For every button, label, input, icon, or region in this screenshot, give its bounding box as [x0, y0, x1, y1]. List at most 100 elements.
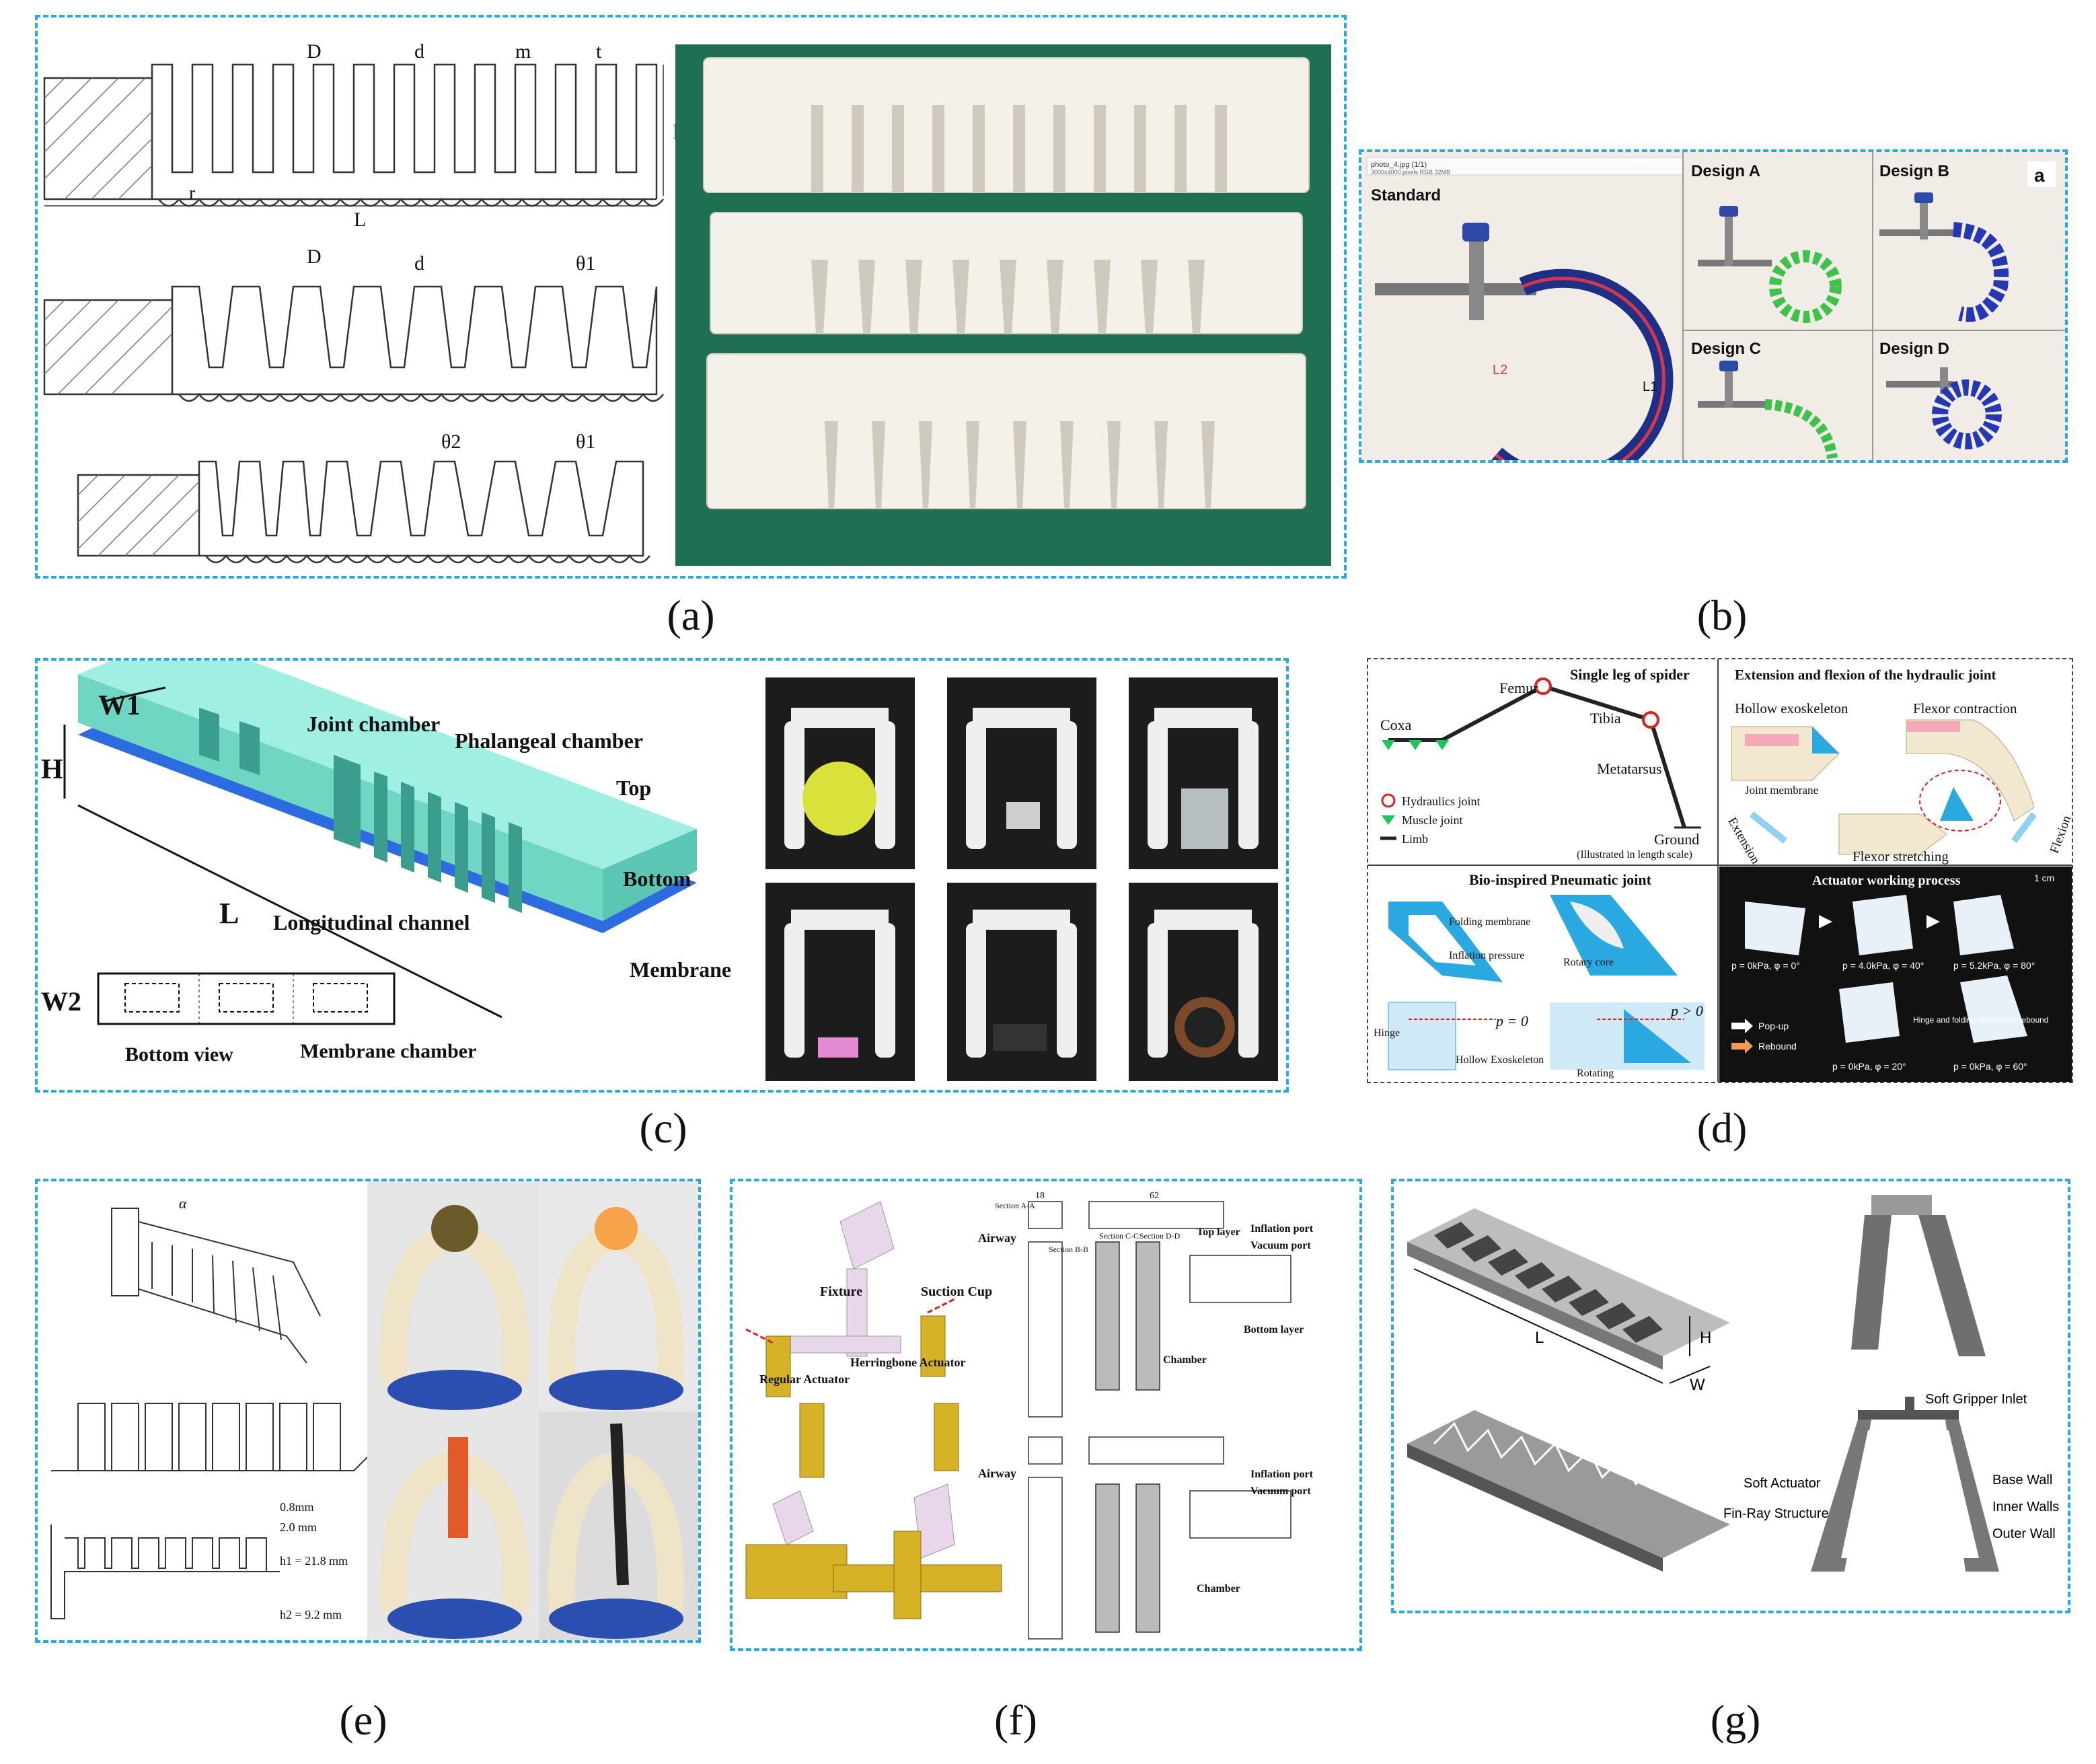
legend-limb: Limb — [1402, 832, 1428, 846]
gripper-3d-render — [1851, 1195, 1986, 1356]
label-femur: Femur — [1499, 679, 1538, 696]
dim-t-label: t — [596, 40, 602, 63]
section-drawings — [1028, 1201, 1292, 1640]
label-l2: L2 — [1493, 363, 1507, 377]
panel-d-drawing: Single leg of spider Femur Coxa Tibia Me… — [1368, 659, 2072, 1082]
caption-b: (b) — [1696, 591, 1748, 639]
label-flexor-stretching: Flexor stretching — [1852, 848, 1949, 865]
dim-m-label: m — [515, 40, 531, 63]
caption-a: (a) — [667, 591, 715, 639]
label-vacuum-port-2: Vacuum port — [1250, 1485, 1311, 1497]
pneumatic-joint-diagram — [1388, 895, 1705, 1070]
d-title1: Single leg of spider — [1570, 666, 1690, 683]
tennis-ball — [802, 762, 876, 836]
label-design-c: Design C — [1691, 340, 1761, 358]
caption-f: (f) — [994, 1696, 1037, 1744]
label-l1: L1 — [1643, 379, 1657, 394]
state2-label: p = 4.0kPa, φ = 40° — [1842, 960, 1924, 971]
legend-popup: Pop-up — [1758, 1021, 1789, 1031]
label-joint-membrane: Joint membrane — [1745, 784, 1818, 797]
design-a-actuator — [1698, 206, 1842, 323]
dim-d2-label: d — [414, 252, 424, 274]
label-rotating: Rotating — [1577, 1068, 1614, 1079]
panel-b-drawing: photo_4.jpg (1/1) 3000x4000 pixels RGB 3… — [1361, 152, 2065, 460]
caption-g: (g) — [1710, 1696, 1761, 1744]
label-top: Top — [616, 776, 651, 800]
actuator-drawing-row1 — [43, 63, 664, 207]
panel-g-drawing: L W H Soft Gripper Inlet Soft Actuator F… — [1407, 1195, 2059, 1572]
label-h: H — [41, 754, 63, 785]
label-h1: h1 = 21.8 mm — [280, 1554, 348, 1568]
dim-theta1-label: θ1 — [576, 252, 595, 274]
actuator-drawing-row3 — [77, 460, 650, 564]
viewer-title: photo_4.jpg (1/1) — [1371, 161, 1427, 169]
actuator-3d-model — [78, 661, 697, 933]
gripper-photos — [765, 677, 1278, 1081]
actuator-drawing-row2 — [43, 285, 664, 402]
design-b-actuator — [1879, 192, 2009, 322]
state5-label: p = 0kPa, φ = 20° — [1832, 1061, 1906, 1072]
d-title2: Extension and flexion of the hydraulic j… — [1735, 667, 1996, 683]
label-hinge: Hinge — [1374, 1027, 1400, 1039]
caption-e: (e) — [339, 1696, 387, 1744]
label-g-w: W — [1690, 1376, 1705, 1394]
panel-b: photo_4.jpg (1/1) 3000x4000 pixels RGB 3… — [1359, 149, 2068, 463]
dim-D2-label: D — [307, 246, 322, 268]
label-corner-a: a — [2034, 165, 2045, 186]
label-hollow-exoskeleton: Hollow Exoskeleton — [1456, 1054, 1544, 1066]
panel-d: Single leg of spider Femur Coxa Tibia Me… — [1367, 658, 2073, 1083]
actuator-states — [1745, 895, 2027, 1043]
label-l: L — [219, 897, 239, 930]
hydraulic-joint-diagram — [1731, 719, 2037, 855]
label-section-cc: Section C-C — [1099, 1231, 1139, 1241]
label-bottom-view: Bottom view — [125, 1043, 233, 1066]
label-airway-1: Airway — [978, 1231, 1016, 1245]
legend-hydraulics: Hydraulics joint — [1402, 795, 1480, 808]
label-soft-actuator: Soft Actuator — [1744, 1476, 1821, 1491]
gripper-e-photos — [367, 1181, 698, 1640]
dim-D-label: D — [307, 40, 322, 63]
caption-d: (d) — [1696, 1104, 1748, 1152]
standard-clamp — [1375, 223, 1536, 320]
hinge-note: Hinge and folding membrane rebound — [1913, 1015, 2048, 1025]
panel-f-drawing: Fixture Suction Cup Regular Actuator Her… — [745, 1191, 1314, 1640]
label-membrane: Membrane — [630, 957, 731, 982]
curved-actuator-sketch — [111, 1208, 321, 1364]
label-folding-membrane: Folding membrane — [1449, 916, 1530, 928]
label-inflation-pressure: Inflation pressure — [1449, 950, 1524, 961]
state4-label: p = 0kPa, φ = 60° — [1953, 1061, 2027, 1072]
label-flexor-contraction: Flexor contraction — [1913, 700, 2017, 716]
spider-leg-diagram — [1382, 677, 1701, 829]
design-c-actuator — [1698, 361, 1838, 460]
label-dim18: 18 — [1035, 1191, 1045, 1201]
label-longitudinal-channel: Longitudinal channel — [273, 910, 470, 934]
label-section-aa: Section A-A — [995, 1201, 1035, 1210]
label-ground: Ground — [1654, 831, 1699, 848]
label-inflation-port-2: Inflation port — [1250, 1469, 1314, 1480]
panel-g: L W H Soft Gripper Inlet Soft Actuator F… — [1391, 1179, 2070, 1613]
panel-a: D d m t h r L D d θ1 θ — [35, 15, 1347, 579]
label-inner-walls: Inner Walls — [1992, 1500, 2059, 1514]
viewer-info: 3000x4000 pixels RGB 32MB — [1371, 169, 1450, 176]
label-tibia: Tibia — [1590, 710, 1621, 727]
panel-c-drawing: W1 H L Joint chamber Phalangeal chamber … — [41, 661, 1278, 1081]
dim-theta1b-label: θ1 — [576, 431, 595, 453]
dim-L-label: L — [354, 209, 366, 231]
label-alpha: α — [179, 1195, 187, 1212]
design-d-actuator — [1886, 367, 2002, 449]
label-rotary-core: Rotary core — [1563, 957, 1614, 968]
label-metatarsus: Metatarsus — [1597, 760, 1662, 777]
panel-a-drawing: D d m t h r L D d θ1 θ — [43, 40, 1331, 566]
label-coxa: Coxa — [1380, 716, 1412, 733]
label-h2: h2 = 9.2 mm — [280, 1608, 342, 1621]
label-membrane-chamber: Membrane chamber — [300, 1040, 476, 1062]
label-bottom-layer: Bottom layer — [1244, 1324, 1304, 1335]
legend-rebound: Rebound — [1758, 1041, 1797, 1052]
d-title4: Actuator working process — [1812, 873, 1961, 888]
label-design-d: Design D — [1879, 340, 1949, 358]
label-design-b: Design B — [1879, 162, 1949, 180]
dim-r-label: r — [189, 183, 196, 204]
label-inflation-port-1: Inflation port — [1250, 1223, 1314, 1235]
bottom-view-diagram — [97, 972, 396, 1025]
label-base-wall: Base Wall — [1992, 1473, 2052, 1487]
